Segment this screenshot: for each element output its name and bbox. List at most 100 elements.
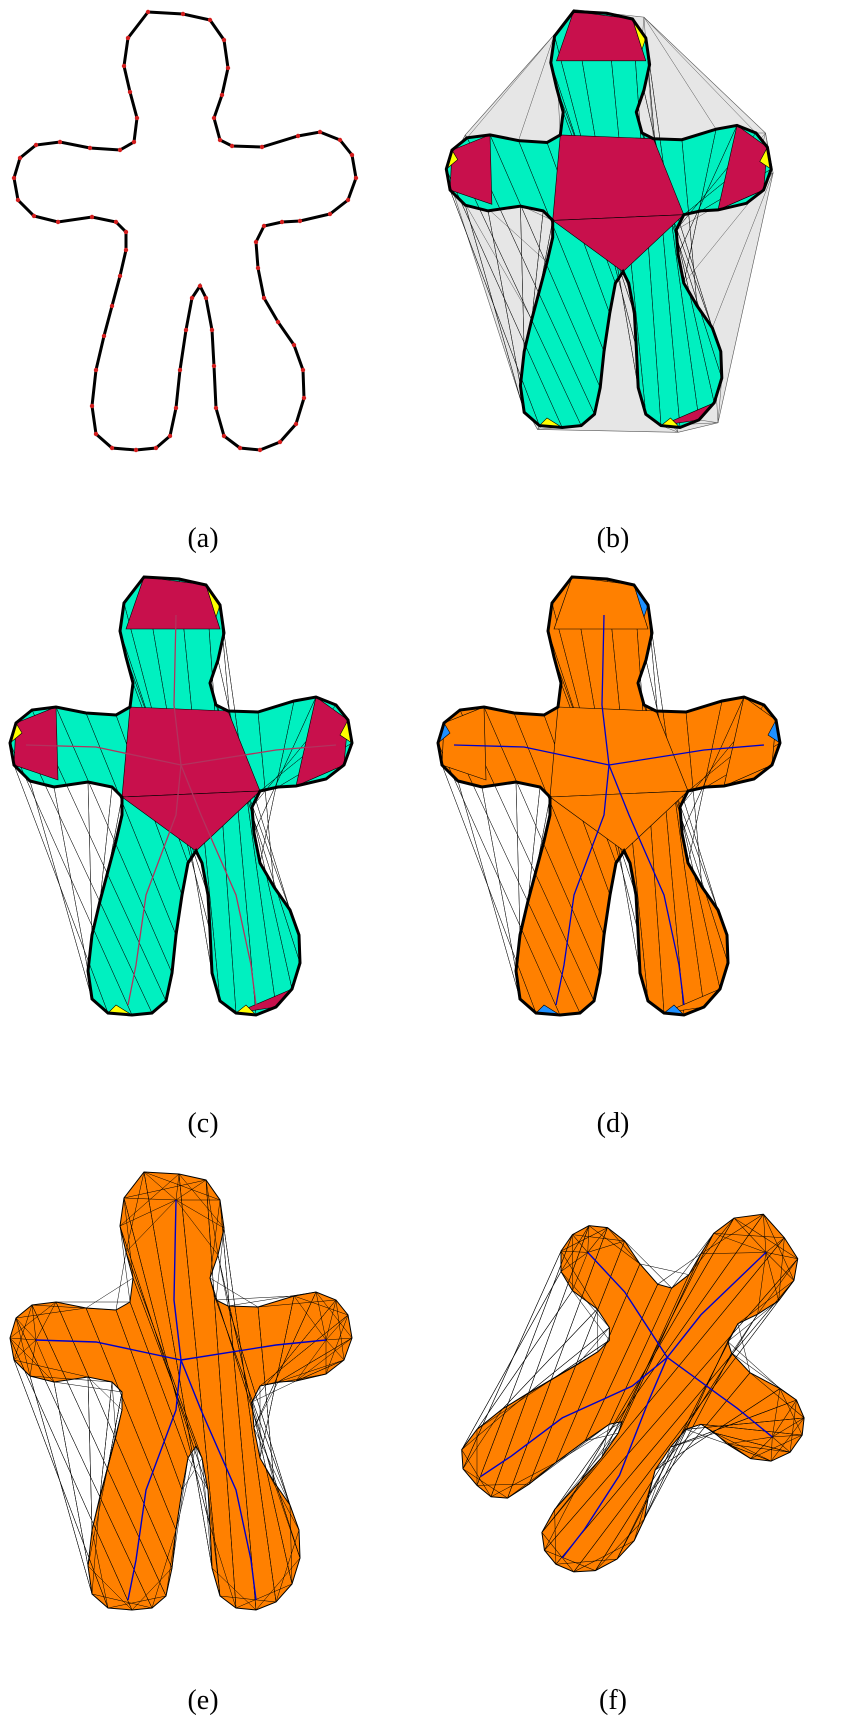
polygon-vertex — [124, 230, 128, 234]
polygon-vertex — [262, 296, 266, 300]
polygon-vertex — [190, 296, 194, 300]
polygon-vertex — [134, 448, 138, 452]
triangulation-group — [446, 10, 773, 433]
caption-e: (e) — [163, 1685, 243, 1717]
triangulation-group — [10, 577, 352, 1015]
polygon-vertex — [198, 284, 202, 288]
polygon-vertex — [102, 334, 106, 338]
polygon-vertex — [292, 343, 296, 347]
polygon-vertex — [16, 198, 20, 202]
panel-f: (f) — [430, 1160, 861, 1731]
polygon-vertex — [118, 148, 122, 152]
polygon-vertex — [218, 138, 222, 142]
polygon-vertex — [114, 220, 118, 224]
polygon-vertex — [94, 432, 98, 436]
polygon-vertex — [32, 214, 36, 218]
polygon-vertex — [135, 116, 139, 120]
polygon-outline-figure — [0, 0, 430, 520]
polygon-vertex — [110, 446, 114, 450]
polygon-vertex — [88, 146, 92, 150]
panel-c: (c) — [0, 575, 430, 1135]
polygon-vertex — [174, 406, 178, 410]
polygon-vertex — [222, 434, 226, 438]
polygon-vertex — [238, 446, 242, 450]
mesh-edge — [516, 782, 520, 935]
caption-a: (a) — [163, 523, 243, 555]
polygon-vertex — [301, 368, 305, 372]
polygon-vertex — [222, 38, 226, 42]
mesh-edge — [86, 1278, 133, 1308]
mesh-group — [399, 1129, 861, 1625]
polygon-vertex — [18, 156, 22, 160]
polygon-vertex — [90, 215, 94, 219]
mesh-edge — [88, 1377, 92, 1530]
polygon-vertex — [132, 140, 136, 144]
caption-f: (f) — [573, 1685, 653, 1717]
pruned-triangles-figure — [430, 575, 861, 1095]
polygon-vertex — [212, 364, 216, 368]
polygon-vertex — [262, 224, 266, 228]
polygon-outline — [14, 12, 356, 450]
mesh-edge — [30, 1376, 92, 1594]
polygon-vertex — [56, 220, 60, 224]
polygon-vertex — [260, 145, 264, 149]
polygon-vertex — [126, 36, 130, 40]
caption-c: (c) — [163, 1108, 243, 1140]
polygon-vertex — [278, 440, 282, 444]
polygon-vertex — [338, 138, 342, 142]
mesh-edge — [30, 781, 92, 999]
polygon-vertex — [210, 328, 214, 332]
polygon-vertex — [328, 212, 332, 216]
polygon-vertex — [318, 130, 322, 134]
deformed-mesh-figure — [430, 1160, 861, 1680]
polygon-vertex — [204, 296, 208, 300]
polygon-vertex — [128, 90, 132, 94]
retriangulated-mesh-figure — [0, 1160, 430, 1680]
delaunay-hull-figure — [430, 0, 861, 520]
polygon-vertex — [298, 219, 302, 223]
polygon-vertex — [58, 140, 62, 144]
polygon-vertex — [90, 404, 94, 408]
panel-a: (a) — [0, 0, 430, 560]
polygon-vertex — [276, 320, 280, 324]
polygon-vertex — [258, 448, 262, 452]
panel-d: (d) — [430, 575, 861, 1135]
polygon-vertex — [296, 134, 300, 138]
polygon-vertex — [212, 116, 216, 120]
polygon-vertex — [146, 10, 150, 14]
polygon-vertex — [122, 64, 126, 68]
polygon-vertex — [214, 406, 218, 410]
polygon-vertex — [178, 368, 182, 372]
mesh-group — [10, 1172, 352, 1610]
polygon-vertex — [256, 266, 260, 270]
polygon-vertex — [280, 220, 284, 224]
polygon-vertex — [302, 396, 306, 400]
body-fill — [10, 1172, 352, 1610]
polygon-vertex — [346, 198, 350, 202]
triangulation-group — [438, 577, 780, 1015]
polygon-vertex — [118, 274, 122, 278]
polygon-vertex — [220, 93, 224, 97]
polygon-vertex — [354, 176, 358, 180]
classified-triangles-figure — [0, 575, 430, 1095]
panel-e: (e) — [0, 1160, 430, 1731]
polygon-vertex — [350, 153, 354, 157]
polygon-vertex — [184, 328, 188, 332]
polygon-vertex — [208, 18, 212, 22]
polygon-vertex — [181, 12, 185, 16]
polygon-vertex — [294, 422, 298, 426]
polygon-vertex — [94, 368, 98, 372]
polygon-vertex — [154, 446, 158, 450]
polygon-vertex — [230, 144, 234, 148]
polygon-vertex — [124, 248, 128, 252]
panel-b: (b) — [430, 0, 861, 560]
mesh-edge — [458, 781, 520, 999]
caption-b: (b) — [573, 523, 653, 555]
polygon-vertex — [168, 434, 172, 438]
mesh-edge — [88, 782, 92, 935]
polygon-vertex — [226, 66, 230, 70]
polygon-vertex — [254, 240, 258, 244]
polygon-vertex — [34, 143, 38, 147]
polygon-vertex — [110, 304, 114, 308]
polygon-vertex — [12, 176, 16, 180]
